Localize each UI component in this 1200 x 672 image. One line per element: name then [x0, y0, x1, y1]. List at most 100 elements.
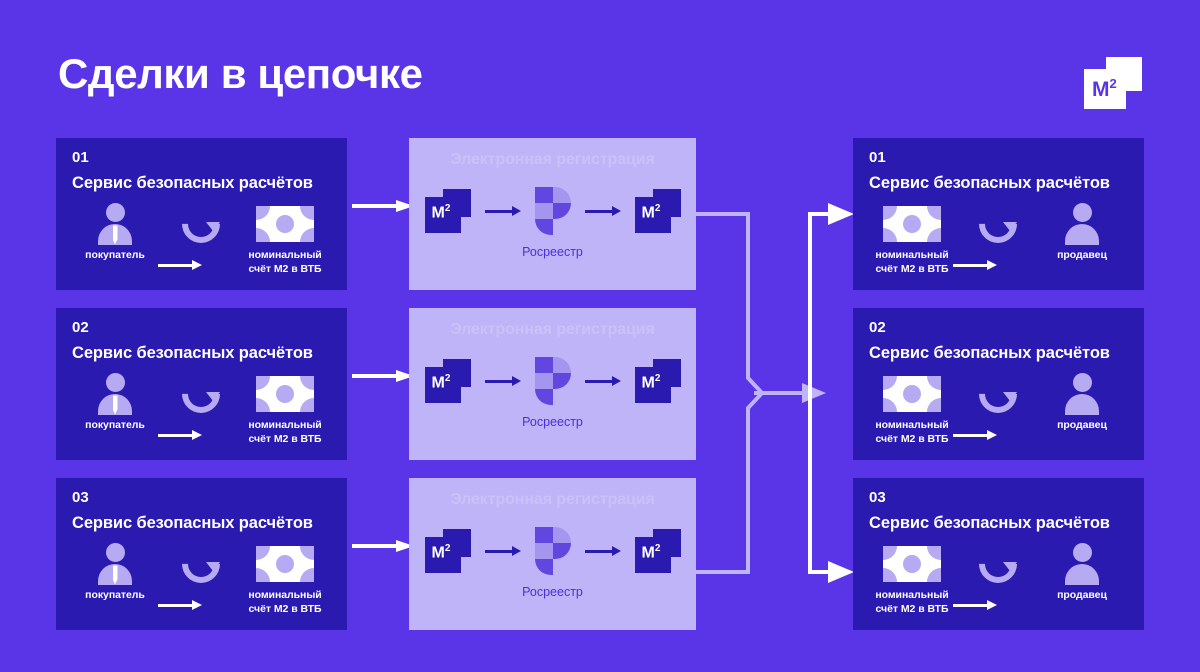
buyer-label: покупатель: [85, 419, 145, 432]
flow-arrow-icon: [158, 600, 202, 611]
banknote-icon: [869, 372, 955, 416]
slot-transfer: [955, 197, 1041, 286]
chain-row: 02 Сервис безопасных расчётов покупатель: [0, 308, 1200, 460]
flow-arrow-icon: [953, 600, 997, 611]
banknote-icon: [869, 202, 955, 246]
chain-row: 03 Сервис безопасных расчётов покупатель: [0, 478, 1200, 630]
m2-logo-source: M2: [424, 529, 471, 573]
card-number: 01: [869, 149, 886, 166]
registration-ghost-title: Электронная регистрация: [450, 491, 655, 508]
card-title: Сервис безопасных расчётов: [869, 513, 1110, 532]
logo-square-front: [1106, 57, 1142, 91]
page-title: Сделки в цепочке: [58, 50, 423, 97]
registration-flow: M2 M2: [409, 353, 696, 409]
refresh-icon: [158, 367, 244, 422]
refresh-icon: [158, 197, 244, 252]
m2-logo-target: M2: [634, 189, 681, 233]
card-seller-side[interactable]: 03 Сервис безопасных расчётов номинальны…: [853, 478, 1144, 630]
refresh-icon: [955, 197, 1041, 252]
arrow-from-rosreestr-icon: [584, 206, 621, 216]
flow-arrow-icon: [953, 260, 997, 271]
chain-diagram: 01 Сервис безопасных расчётов покупатель: [0, 138, 1200, 648]
card-title: Сервис безопасных расчётов: [869, 173, 1110, 192]
banknote-icon: [242, 372, 328, 416]
person-buyer-icon: [72, 542, 158, 586]
person-buyer-icon: [72, 202, 158, 246]
card-number: 02: [72, 319, 89, 336]
logo-label: M2: [1092, 77, 1117, 100]
arrow-to-rosreestr-icon: [484, 206, 521, 216]
refresh-icon: [955, 537, 1041, 592]
slot-buyer: покупатель: [72, 372, 158, 456]
card-number: 01: [72, 149, 89, 166]
registration-flow: M2 M2: [409, 183, 696, 239]
person-seller-icon: [1039, 542, 1125, 586]
card-buyer-side[interactable]: 01 Сервис безопасных расчётов покупатель: [56, 138, 347, 290]
card-seller-side[interactable]: 02 Сервис безопасных расчётов номинальны…: [853, 308, 1144, 460]
arrow-to-rosreestr-icon: [484, 546, 521, 556]
card-title: Сервис безопасных расчётов: [72, 173, 313, 192]
registration-ghost-title: Электронная регистрация: [450, 151, 655, 168]
slot-transfer: [158, 367, 244, 456]
seller-label: продавец: [1057, 249, 1107, 262]
arrow-from-rosreestr-icon: [584, 546, 621, 556]
arrow-left-to-middle: [352, 200, 414, 212]
card-registration[interactable]: Электронная регистрация M2 M2 Росреестр: [409, 138, 696, 290]
card-title: Сервис безопасных расчётов: [869, 343, 1110, 362]
banknote-icon: [869, 542, 955, 586]
arrow-from-rosreestr-icon: [584, 376, 621, 386]
m2-logo-source: M2: [424, 359, 471, 403]
refresh-icon: [158, 537, 244, 592]
flow-arrow-icon: [158, 260, 202, 271]
card-number: 03: [869, 489, 886, 506]
arrow-left-to-middle: [352, 370, 414, 382]
card-registration[interactable]: Электронная регистрация M2 M2 Росреестр: [409, 478, 696, 630]
card-title: Сервис безопасных расчётов: [72, 513, 313, 532]
m2-logo-source: M2: [424, 189, 471, 233]
seller-label: продавец: [1057, 419, 1107, 432]
slot-buyer: покупатель: [72, 202, 158, 286]
card-buyer-side[interactable]: 03 Сервис безопасных расчётов покупатель: [56, 478, 347, 630]
card-title: Сервис безопасных расчётов: [72, 343, 313, 362]
refresh-icon: [955, 367, 1041, 422]
logo-superscript: 2: [1109, 76, 1117, 91]
card-registration[interactable]: Электронная регистрация M2 M2 Росреестр: [409, 308, 696, 460]
registration-ghost-title: Электронная регистрация: [450, 321, 655, 338]
person-seller-icon: [1039, 372, 1125, 416]
card-number: 03: [72, 489, 89, 506]
card-buyer-side[interactable]: 02 Сервис безопасных расчётов покупатель: [56, 308, 347, 460]
rosreestr-logo: [534, 187, 571, 235]
chain-row: 01 Сервис безопасных расчётов покупатель: [0, 138, 1200, 290]
rosreestr-logo: [534, 357, 571, 405]
m2-logo-target: M2: [634, 529, 681, 573]
banknote-icon: [242, 202, 328, 246]
person-buyer-icon: [72, 372, 158, 416]
slot-seller: продавец: [1039, 372, 1125, 456]
logo-letter: M: [1092, 78, 1110, 101]
slot-transfer: [955, 367, 1041, 456]
registration-flow: M2 M2: [409, 523, 696, 579]
card-seller-side[interactable]: 01 Сервис безопасных расчётов номинальны…: [853, 138, 1144, 290]
banknote-icon: [242, 542, 328, 586]
brand-logo-m2: M2: [1084, 57, 1142, 109]
arrow-left-to-middle: [352, 540, 414, 552]
slot-transfer: [158, 537, 244, 626]
rosreestr-label: Росреестр: [522, 585, 583, 599]
